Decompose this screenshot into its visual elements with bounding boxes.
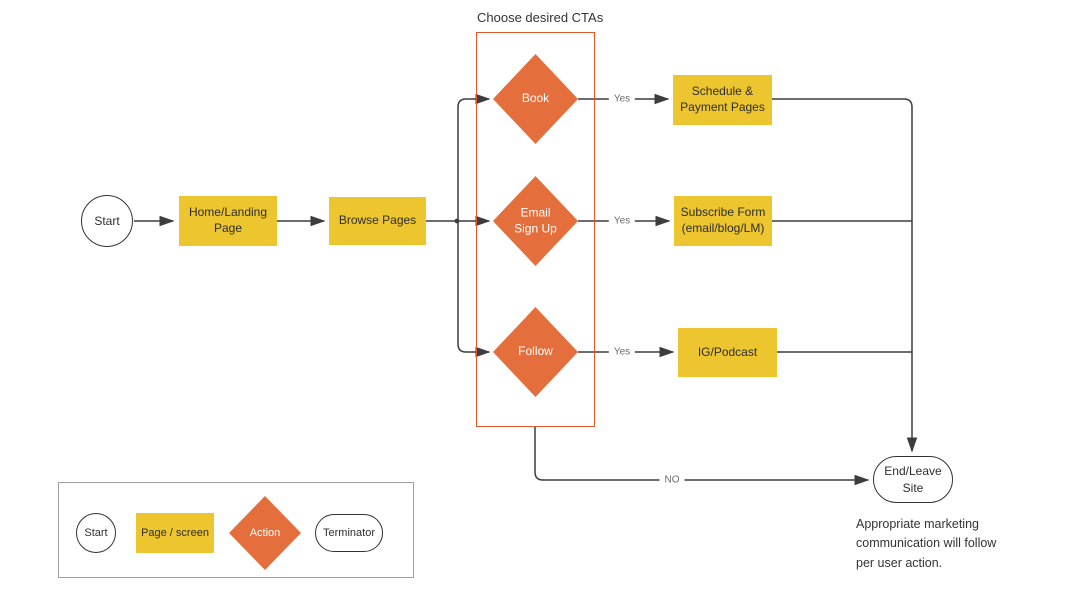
legend-page-label: Page / screen <box>141 527 209 539</box>
edge-label-no: NO <box>659 474 685 486</box>
edge-label-email-yes: Yes <box>608 215 636 227</box>
edge-label-follow-yes: Yes <box>608 346 636 358</box>
edge-schedule-end <box>772 98 918 453</box>
subscribe-form-node[interactable]: Subscribe Form (email/blog/LM) <box>674 196 772 246</box>
junction-dot <box>454 218 460 224</box>
legend-box: Start Page / screen Action Terminator <box>58 482 414 578</box>
email-signup-decision-label: Email Sign Up <box>514 205 557 235</box>
diamond-shape <box>493 54 578 144</box>
diamond-shape <box>493 307 578 397</box>
follow-decision-label: Follow <box>518 344 553 359</box>
browse-pages-node[interactable]: Browse Pages <box>329 197 426 245</box>
legend-terminator-label: Terminator <box>323 527 375 539</box>
home-landing-page-label: Home/Landing Page <box>188 205 268 235</box>
edge-label-book-yes: Yes <box>608 93 636 105</box>
browse-pages-label: Browse Pages <box>338 213 417 228</box>
edge-no-end <box>534 427 870 486</box>
ig-podcast-node[interactable]: IG/Podcast <box>678 328 777 377</box>
diamond-shape <box>229 496 301 570</box>
schedule-payment-pages-node[interactable]: Schedule & Payment Pages <box>673 75 772 125</box>
book-decision-label: Book <box>521 91 550 106</box>
legend-action-label: Action <box>249 527 281 539</box>
email-signup-decision-node[interactable]: Email Sign Up <box>493 176 578 266</box>
cta-container-title: Choose desired CTAs <box>477 10 604 25</box>
home-landing-page-node[interactable]: Home/Landing Page <box>179 196 277 246</box>
follow-decision-node[interactable]: Follow <box>493 307 578 397</box>
legend-page-shape: Page / screen <box>136 513 214 553</box>
start-node-label: Start <box>94 214 120 228</box>
schedule-payment-pages-label: Schedule & Payment Pages <box>680 84 765 114</box>
start-node[interactable]: Start <box>81 195 133 247</box>
end-leave-site-node[interactable]: End/Leave Site <box>873 456 953 503</box>
book-decision-node[interactable]: Book <box>493 54 578 144</box>
subscribe-form-label: Subscribe Form (email/blog/LM) <box>680 205 766 235</box>
legend-action-shape: Action <box>229 496 301 570</box>
legend-start-label: Start <box>84 527 108 539</box>
cta-container[interactable] <box>476 32 595 427</box>
ig-podcast-label: IG/Podcast <box>697 344 758 359</box>
diamond-shape <box>493 176 578 266</box>
legend-terminator-shape: Terminator <box>315 514 383 552</box>
legend-start-shape: Start <box>76 513 116 553</box>
marketing-note: Appropriate marketing communication will… <box>856 517 997 570</box>
end-leave-site-label: End/Leave Site <box>884 464 942 495</box>
